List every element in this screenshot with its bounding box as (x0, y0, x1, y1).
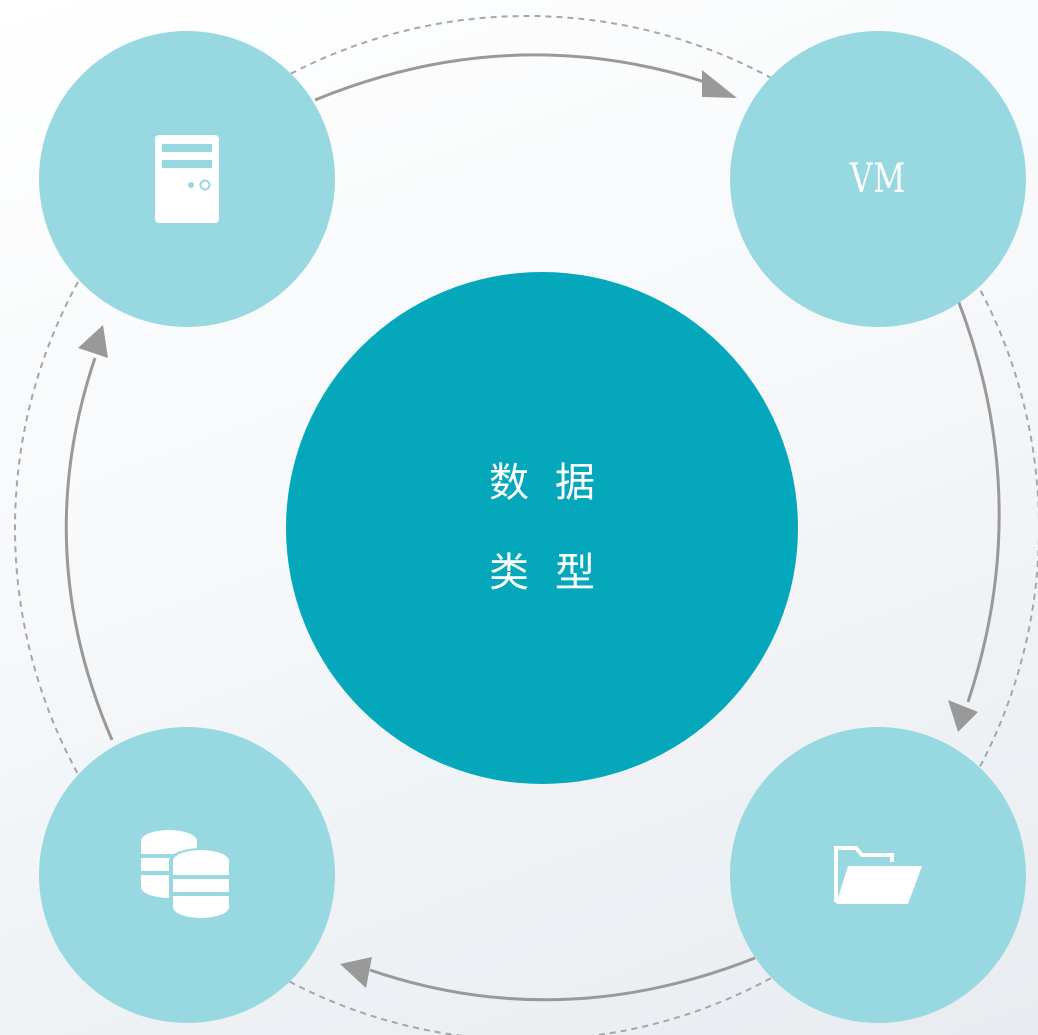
node-database (39, 727, 335, 1023)
arrow-folder-to-database (369, 956, 756, 1002)
arrow-vm-to-folder (956, 299, 1001, 703)
node-vm: VM (730, 31, 1026, 327)
arrowhead-server-to-vm (702, 70, 737, 98)
folder-open-icon (834, 846, 922, 904)
node-server (39, 31, 335, 327)
center-text-line-1: 数据 (489, 460, 621, 506)
server-icon (155, 135, 219, 223)
arrow-database-to-server (64, 357, 114, 741)
outer-dashed-ring (14, 15, 1038, 1035)
node-folder (730, 727, 1026, 1023)
arrowhead-folder-to-database (340, 957, 372, 988)
vm-label: VM (849, 156, 907, 202)
arrowhead-database-to-server (78, 325, 108, 358)
database-icon (141, 830, 233, 921)
center-text-line-2: 类型 (489, 550, 621, 596)
arrowhead-vm-to-folder (948, 700, 978, 732)
arrow-server-to-vm (314, 53, 706, 102)
center-circle: 数据 类型 (286, 272, 798, 784)
